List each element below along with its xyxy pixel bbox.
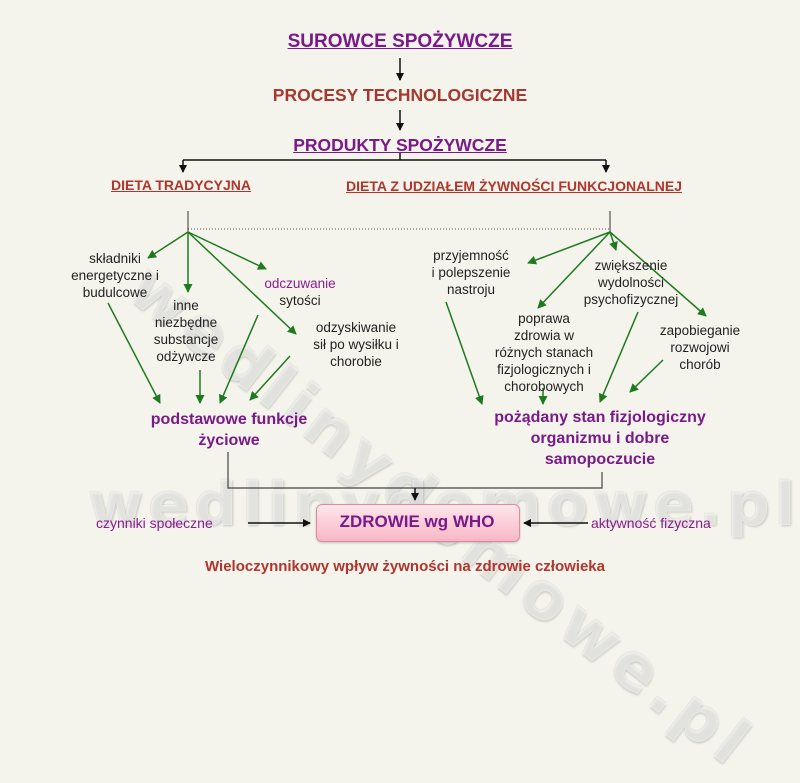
who-label: ZDROWIE wg WHO <box>339 512 495 531</box>
diet-traditional: DIETA TRADYCYJNA <box>111 177 252 193</box>
social-factors: czynniki społeczne <box>96 515 213 531</box>
caption: Wieloczynnikowy wpływ żywności na zdrowi… <box>205 558 605 575</box>
title-raw-materials: SUROWCE SPOŻYWCZE <box>287 31 513 52</box>
processes-label: PROCESY TECHNOLOGICZNE <box>272 85 528 105</box>
physical-activity: aktywność fizyczna <box>591 515 711 531</box>
who-health-box <box>316 504 520 542</box>
item-satiety: odczuwanie sytości <box>264 276 336 308</box>
products-label: PRODUKTY SPOŻYWCZE <box>293 135 507 155</box>
connector-lines <box>107 58 707 527</box>
diet-functional: DIETA Z UDZIAŁEM ŻYWNOŚCI FUNKCJONALNEJ <box>346 178 682 194</box>
